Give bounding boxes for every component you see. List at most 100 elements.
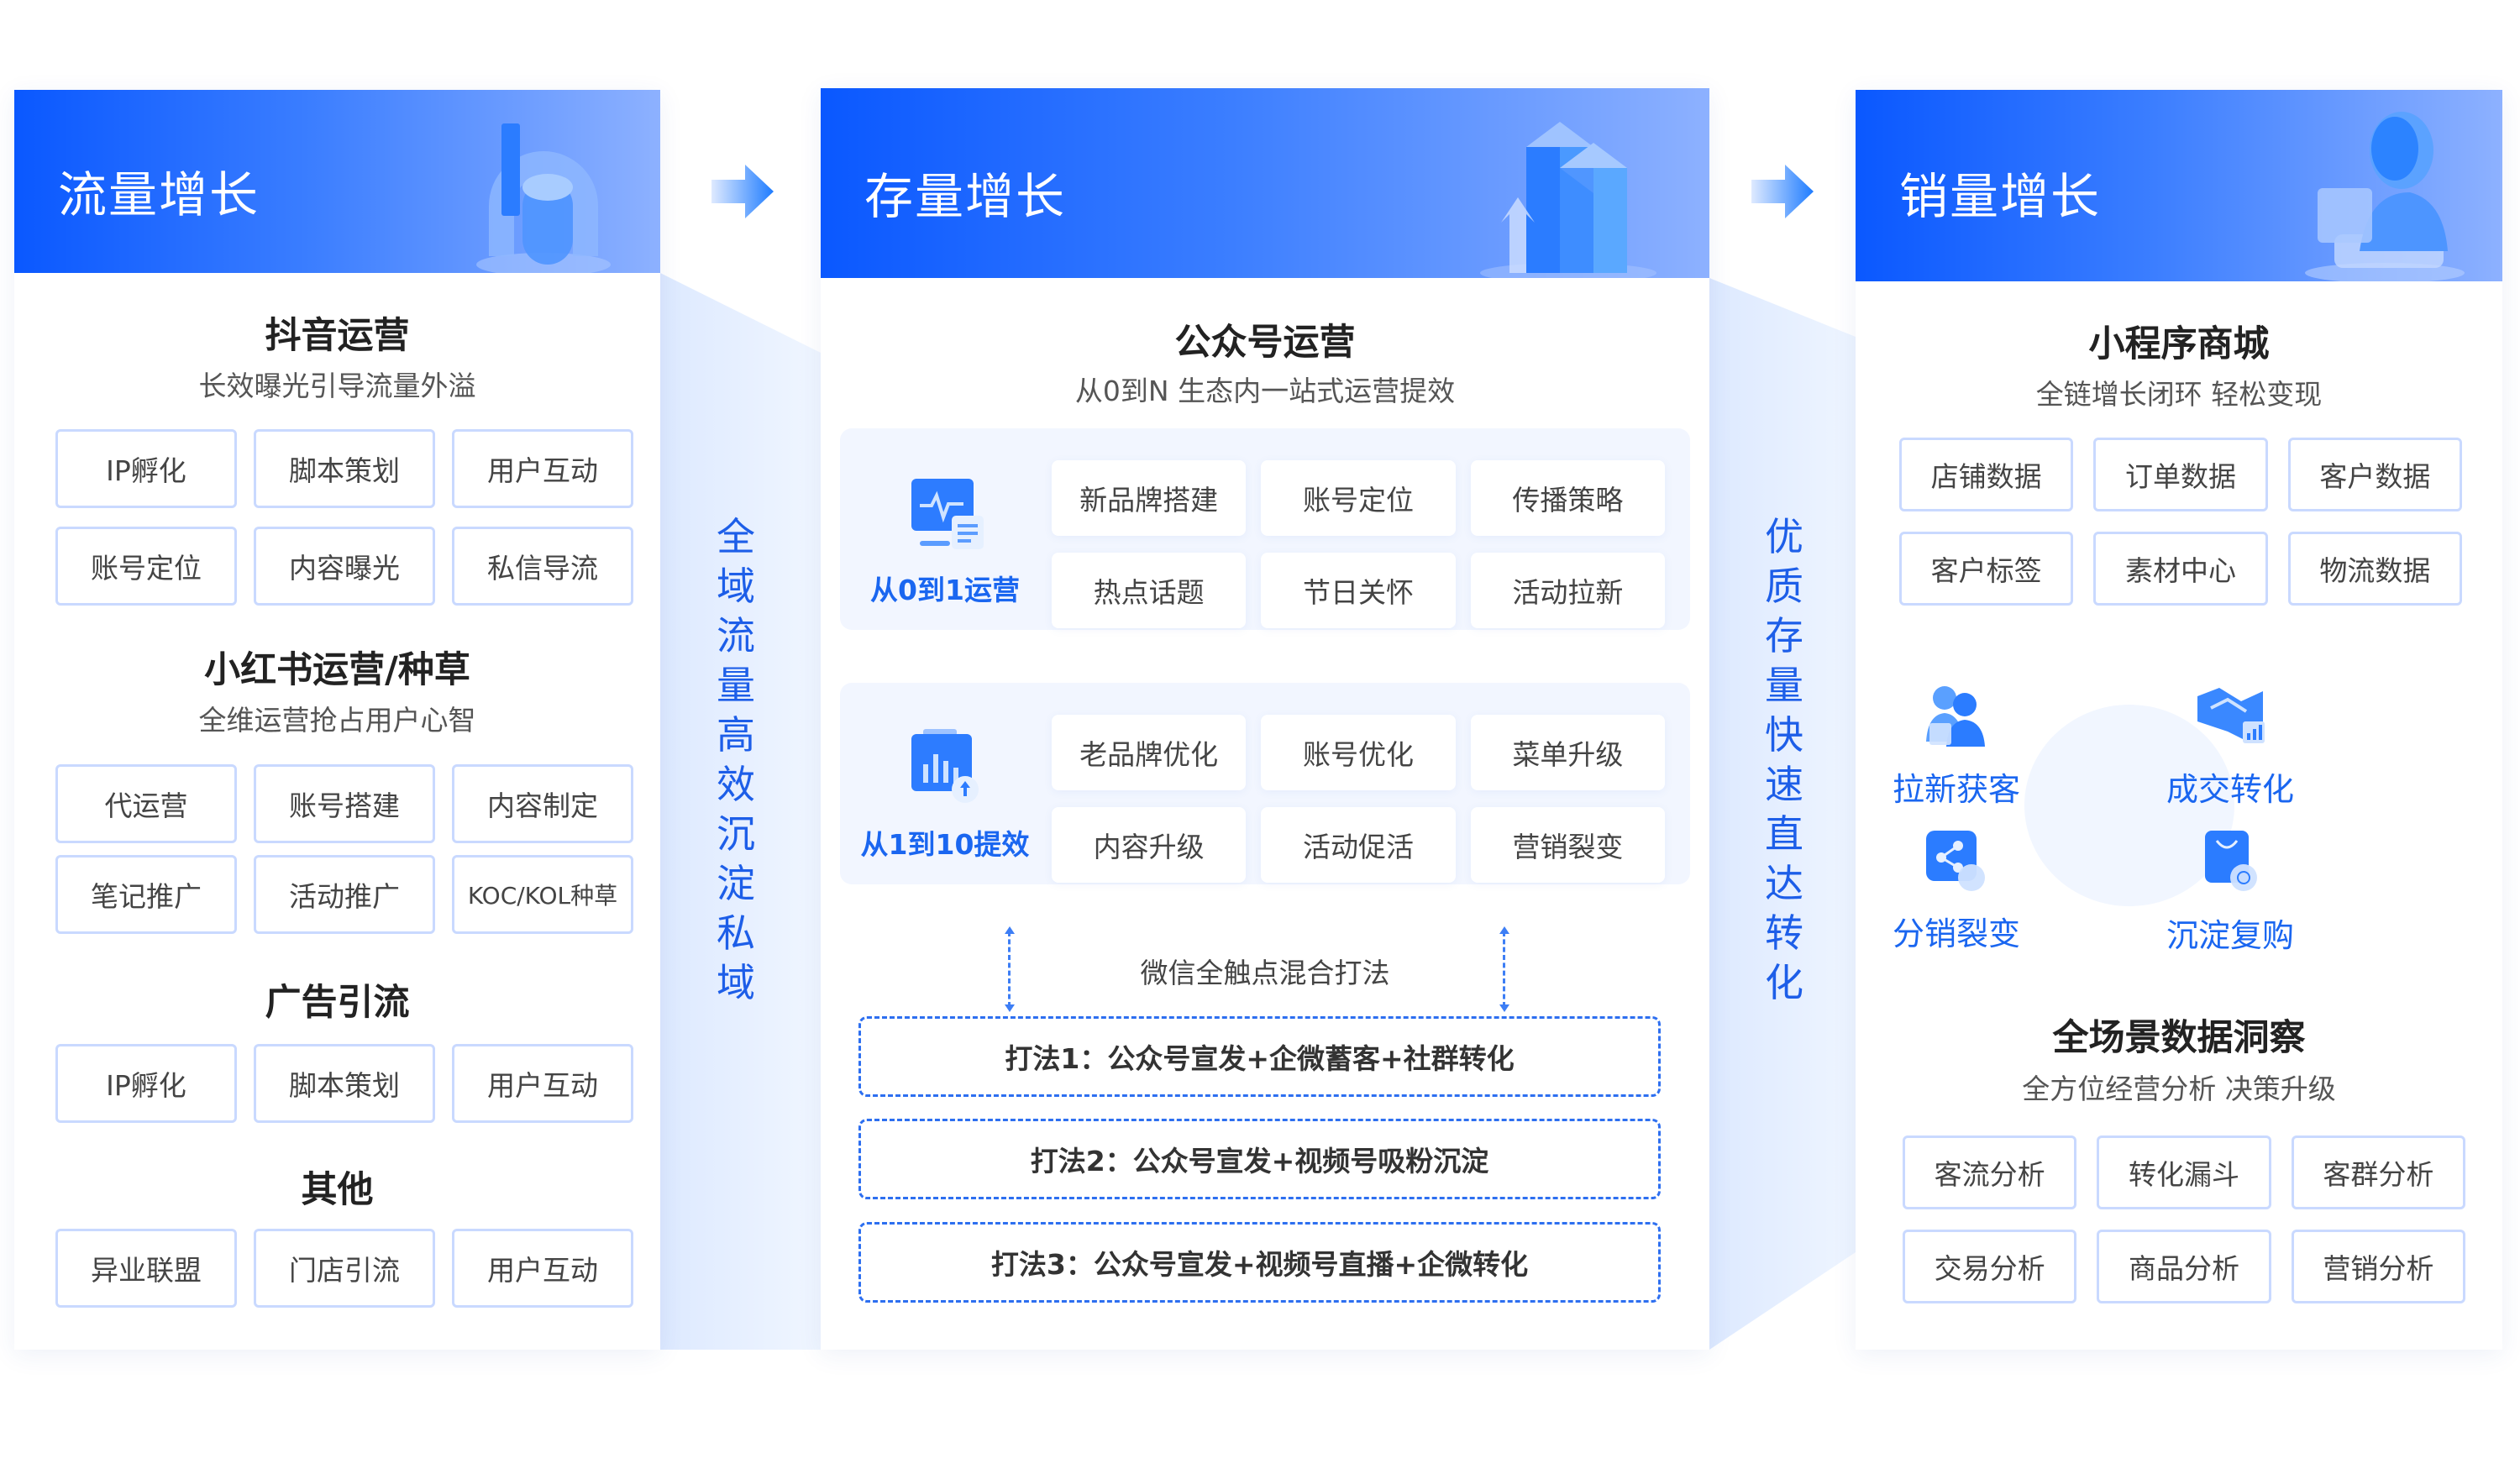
feature-label: 沉淀复购 — [2166, 917, 2294, 954]
chip[interactable]: KOC/KOL种草 — [452, 855, 633, 934]
shopping-bag-icon — [2205, 831, 2257, 891]
chip[interactable]: 脚本策划 — [254, 429, 435, 508]
section-subtitle-xiaohongshu: 全维运营抢占用户心智 — [198, 704, 476, 737]
band-char: 达 — [1765, 861, 1803, 906]
chip[interactable]: 订单数据 — [2093, 438, 2268, 511]
chart-upload-icon — [911, 729, 979, 803]
chip[interactable]: 笔记推广 — [55, 855, 237, 934]
right-connector-band — [1709, 278, 1856, 1350]
band-char: 域 — [717, 960, 755, 1005]
tile[interactable]: 账号优化 — [1261, 715, 1456, 790]
band-char: 域 — [717, 564, 755, 609]
feature-ring-background — [2024, 705, 2234, 906]
double-arrow-dashed-icon — [1005, 926, 1015, 1012]
sales-growth-header: 销量增长 — [1856, 90, 2502, 281]
feature-repurchase[interactable]: 沉淀复购 — [2129, 829, 2331, 956]
band-char: 量 — [1765, 663, 1803, 708]
stock-growth-title: 存量增长 — [864, 168, 1067, 225]
feature-convert[interactable]: 成交转化 — [2129, 683, 2331, 810]
other-chip-grid: 异业联盟 门店引流 用户互动 — [55, 1229, 633, 1308]
chip[interactable]: 交易分析 — [1903, 1230, 2077, 1303]
chip[interactable]: 异业联盟 — [55, 1229, 237, 1308]
tile[interactable]: 活动拉新 — [1470, 553, 1665, 628]
feature-label: 拉新获客 — [1892, 771, 2020, 808]
feature-distribution[interactable]: 分销裂变 — [1856, 829, 2057, 954]
tile[interactable]: 节日关怀 — [1261, 553, 1456, 628]
play-box-1: 打法1：公众号宣发+企微蓄客+社群转化 — [858, 1016, 1661, 1097]
band-char: 沉 — [717, 811, 755, 857]
chip[interactable]: 营销分析 — [2291, 1230, 2465, 1303]
chip[interactable]: 转化漏斗 — [2097, 1135, 2271, 1209]
tile[interactable]: 老品牌优化 — [1052, 715, 1247, 790]
stock-section-title: 公众号运营 — [1174, 322, 1356, 364]
traffic-growth-header: 流量增长 — [14, 90, 660, 273]
mix-strategy-label: 微信全触点混合打法 — [1140, 957, 1390, 989]
traffic-growth-card: 流量增长 抖音运营 长效曝光引导流量外溢 IP孵化 脚本策划 用户互动 账号定位… — [14, 90, 660, 1350]
chip[interactable]: 代运营 — [55, 764, 237, 843]
tile[interactable]: 账号定位 — [1261, 460, 1456, 536]
left-band-text: 全域流量高效沉淀私域 — [711, 512, 761, 1008]
chip[interactable]: 内容制定 — [452, 764, 633, 843]
insight-chip-grid: 客流分析 转化漏斗 客群分析 交易分析 商品分析 营销分析 — [1903, 1135, 2465, 1303]
chip[interactable]: 物流数据 — [2287, 532, 2462, 606]
band-char: 高 — [717, 712, 755, 758]
section-title-xiaohongshu: 小红书运营/种草 — [204, 649, 470, 691]
panel-one-to-ten: 从1到10提效 老品牌优化 账号优化 菜单升级 内容升级 活动促活 营销裂变 — [840, 683, 1690, 884]
chip[interactable]: 商品分析 — [2097, 1230, 2271, 1303]
chip[interactable]: 素材中心 — [2093, 532, 2268, 606]
tile[interactable]: 营销裂变 — [1470, 807, 1665, 883]
chip[interactable]: 账号搭建 — [254, 764, 435, 843]
band-char: 快 — [1765, 712, 1803, 758]
band-char: 速 — [1765, 762, 1803, 807]
chip[interactable]: IP孵化 — [55, 1044, 237, 1123]
band-char: 转 — [1765, 910, 1803, 956]
left-connector-band — [660, 273, 821, 1350]
tile[interactable]: 热点话题 — [1052, 553, 1247, 628]
feature-acquire[interactable]: 拉新获客 — [1856, 683, 2057, 810]
one-to-ten-tile-grid: 老品牌优化 账号优化 菜单升级 内容升级 活动促活 营销裂变 — [1052, 715, 1665, 883]
chip[interactable]: 门店引流 — [254, 1229, 435, 1308]
zero-to-one-tile-grid: 新品牌搭建 账号定位 传播策略 热点话题 节日关怀 活动拉新 — [1052, 460, 1665, 628]
funnel-cylinder-illustration-icon — [476, 123, 611, 273]
feature-label: 成交转化 — [2166, 771, 2294, 808]
chip[interactable]: 内容曝光 — [254, 527, 435, 606]
chip[interactable]: 客户标签 — [1899, 532, 2074, 606]
stock-growth-header: 存量增长 — [821, 88, 1709, 278]
tile[interactable]: 活动促活 — [1261, 807, 1456, 883]
douyin-chip-grid: IP孵化 脚本策划 用户互动 账号定位 内容曝光 私信导流 — [55, 429, 633, 606]
band-char: 流 — [717, 613, 755, 658]
chip[interactable]: 用户互动 — [452, 1044, 633, 1123]
stacked-cubes-illustration-icon — [1480, 122, 1656, 278]
chip[interactable]: 店铺数据 — [1899, 438, 2074, 511]
band-char: 效 — [717, 762, 755, 807]
chip[interactable]: 客群分析 — [2291, 1135, 2465, 1209]
chip[interactable]: IP孵化 — [55, 429, 237, 508]
mall-chip-grid: 店铺数据 订单数据 客户数据 客户标签 素材中心 物流数据 — [1899, 438, 2462, 606]
chip[interactable]: 客流分析 — [1903, 1135, 2077, 1209]
section-title-douyin: 抖音运营 — [265, 315, 410, 357]
stock-growth-card: 存量增长 公众号运营 从0到N 生态内一站式运营提效 从0到1运营 新品牌搭建 … — [821, 88, 1709, 1350]
handshake-icon — [2197, 688, 2265, 743]
person-screen-illustration-icon — [2305, 112, 2465, 281]
chip[interactable]: 活动推广 — [254, 855, 435, 934]
band-char: 存 — [1765, 613, 1803, 658]
chip[interactable]: 用户互动 — [452, 1229, 633, 1308]
stock-section-subtitle: 从0到N 生态内一站式运营提效 — [1074, 375, 1456, 407]
band-char: 化 — [1765, 960, 1803, 1005]
insight-title: 全场景数据洞察 — [2052, 1017, 2306, 1059]
tile[interactable]: 菜单升级 — [1470, 715, 1665, 790]
chip[interactable]: 客户数据 — [2287, 438, 2462, 511]
chip[interactable]: 脚本策划 — [254, 1044, 435, 1123]
tile[interactable]: 新品牌搭建 — [1052, 460, 1247, 536]
chip[interactable]: 账号定位 — [55, 527, 237, 606]
share-icon — [1926, 831, 1985, 891]
arrow-right-icon — [1751, 165, 1814, 218]
tile[interactable]: 传播策略 — [1470, 460, 1665, 536]
play-box-3: 打法3：公众号宣发+视频号直播+企微转化 — [858, 1222, 1661, 1303]
xiaohongshu-chip-grid: 代运营 账号搭建 内容制定 笔记推广 活动推广 KOC/KOL种草 — [55, 764, 633, 934]
chip[interactable]: 私信导流 — [452, 527, 633, 606]
mall-subtitle: 全链增长闭环 轻松变现 — [2035, 378, 2323, 411]
chip[interactable]: 用户互动 — [452, 429, 633, 508]
double-arrow-dashed-icon — [1499, 926, 1509, 1012]
tile[interactable]: 内容升级 — [1052, 807, 1247, 883]
